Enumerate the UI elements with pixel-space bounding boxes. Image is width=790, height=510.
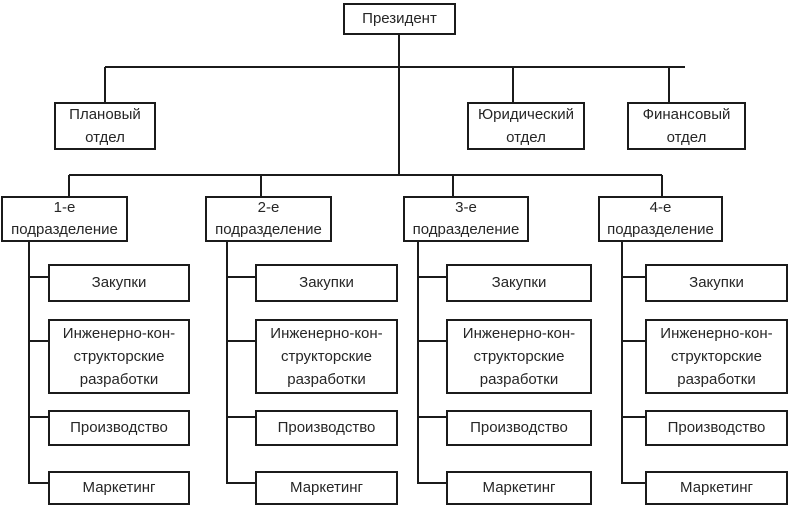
node-division-1-marketing: Маркетинг	[48, 471, 190, 505]
node-finance-department: Финансовый отдел	[627, 102, 746, 150]
node-division-4-marketing: Маркетинг	[645, 471, 788, 505]
node-division-2-production: Производство	[255, 410, 398, 446]
node-division-3-engineering: Инженерно-кон- структорские разработки	[446, 319, 592, 394]
node-division-4-production: Производство	[645, 410, 788, 446]
node-division-2-marketing: Маркетинг	[255, 471, 398, 505]
node-division-3: 3-е подразделение	[403, 196, 529, 242]
node-division-1-engineering: Инженерно-кон- структорские разработки	[48, 319, 190, 394]
node-division-3-production: Производство	[446, 410, 592, 446]
node-division-1-production: Производство	[48, 410, 190, 446]
node-planning-department: Плановый отдел	[54, 102, 156, 150]
node-division-2-procurement: Закупки	[255, 264, 398, 302]
node-legal-department: Юридический отдел	[467, 102, 585, 150]
node-division-1-procurement: Закупки	[48, 264, 190, 302]
node-division-1: 1-е подразделение	[1, 196, 128, 242]
node-division-3-procurement: Закупки	[446, 264, 592, 302]
node-division-4-engineering: Инженерно-кон- структорские разработки	[645, 319, 788, 394]
node-division-2-engineering: Инженерно-кон- структорские разработки	[255, 319, 398, 394]
node-division-2: 2-е подразделение	[205, 196, 332, 242]
node-division-4: 4-е подразделение	[598, 196, 723, 242]
node-president: Президент	[343, 3, 456, 35]
node-division-4-procurement: Закупки	[645, 264, 788, 302]
node-division-3-marketing: Маркетинг	[446, 471, 592, 505]
